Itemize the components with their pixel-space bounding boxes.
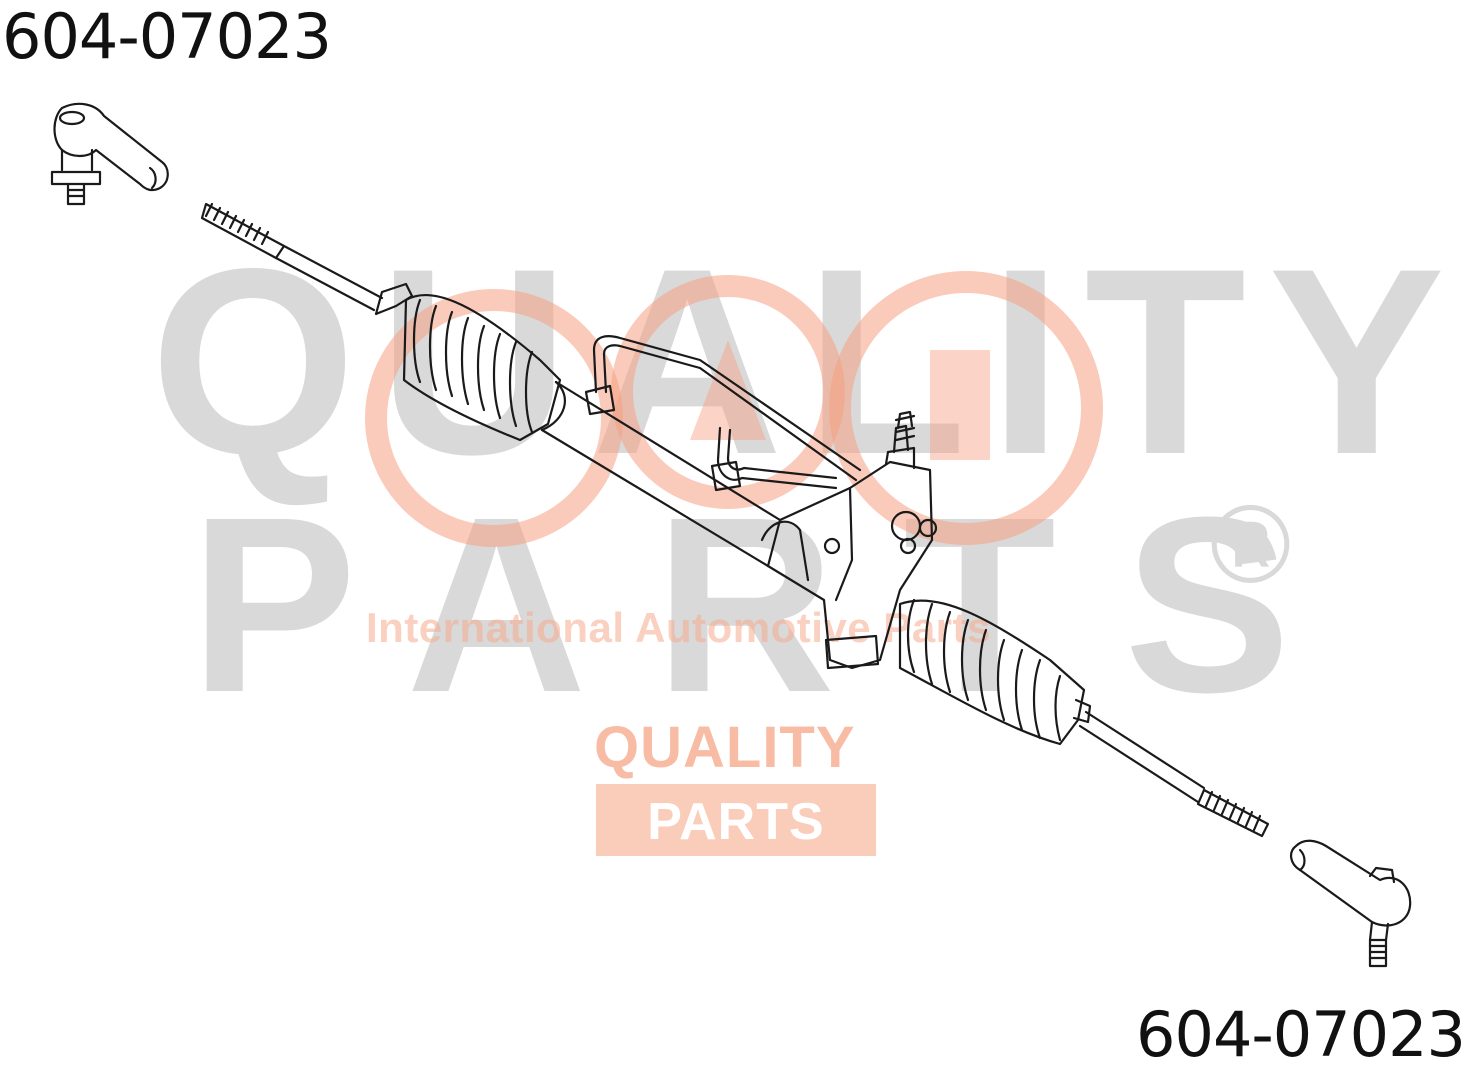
watermark-registered-mark: ®	[1210, 483, 1292, 606]
right-boot	[898, 598, 1092, 746]
left-tie-rod	[200, 202, 414, 316]
left-tie-rod-end	[50, 102, 169, 206]
part-number-top: 604-07023	[2, 0, 332, 73]
rack-tube	[540, 380, 782, 568]
logo-quality-text: QUALITY	[594, 715, 856, 780]
right-tie-rod-end	[1290, 839, 1412, 968]
left-boot	[402, 293, 562, 442]
logo-parts-box: PARTS	[596, 784, 876, 856]
gear-housing	[760, 410, 938, 670]
watermark-quality-text: QUALITY	[150, 214, 1467, 510]
watermark-parts-text: PARTS	[190, 465, 1359, 744]
logo-parts-text: PARTS	[647, 793, 825, 851]
watermark-tagline: International Automotive Parts	[366, 604, 991, 651]
fluid-lines	[584, 335, 862, 492]
part-number-bottom: 604-07023	[1136, 998, 1466, 1071]
right-tie-rod	[1078, 710, 1270, 838]
